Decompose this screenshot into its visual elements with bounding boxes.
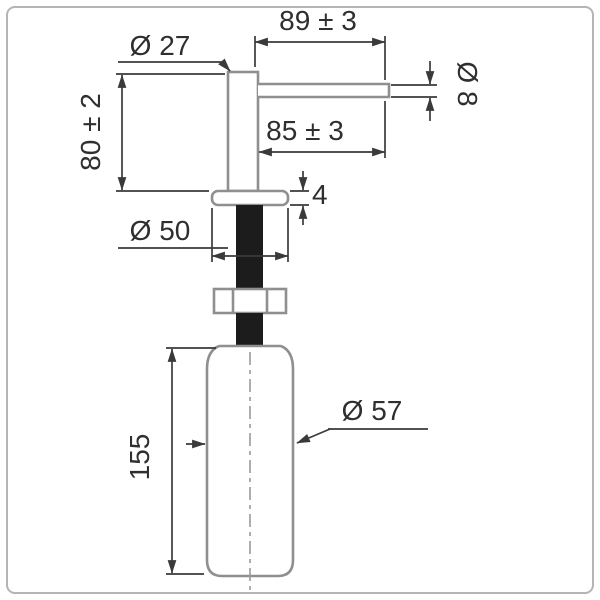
dim-spout-length-lines (258, 101, 386, 158)
mounting-nut (212, 287, 288, 315)
dim-spout-diameter-lines (391, 61, 437, 121)
shaft-lower (236, 313, 263, 346)
drawing-border (6, 6, 594, 594)
label-top-width: 89 ± 3 (279, 5, 357, 36)
label-head-diameter: Ø 27 (130, 30, 191, 61)
label-bottle-diameter: Ø 57 (342, 395, 403, 426)
label-spout-diameter: Ø 8 (452, 61, 483, 106)
dispenser-body (205, 70, 391, 590)
dimension-labels: 89 ± 3 Ø 27 Ø 8 80 ± 2 85 ± 3 4 Ø 50 155… (75, 5, 483, 480)
dim-head-height-lines (116, 73, 225, 192)
leader-line (296, 428, 331, 444)
label-flange-diameter: Ø 50 (130, 215, 191, 246)
dim-head-diameter-lines (118, 58, 231, 72)
pump-head (226, 70, 260, 193)
label-spout-length: 85 ± 3 (266, 115, 344, 146)
dimension-lines (116, 36, 437, 575)
threaded-shaft-upper (236, 205, 263, 289)
label-head-height: 80 ± 2 (75, 93, 106, 171)
dim-bottle-height-lines (166, 347, 216, 575)
dim-flange-diameter-lines (118, 208, 289, 262)
label-bottle-height: 155 (124, 434, 155, 481)
dim-bottle-diameter-lines (186, 428, 428, 449)
dim-flange-thickness-lines (290, 171, 309, 225)
spout (258, 82, 391, 99)
flange (210, 189, 290, 207)
dim-top-width-lines (254, 36, 386, 80)
label-flange-thickness: 4 (312, 179, 328, 210)
leader-line (218, 58, 231, 72)
